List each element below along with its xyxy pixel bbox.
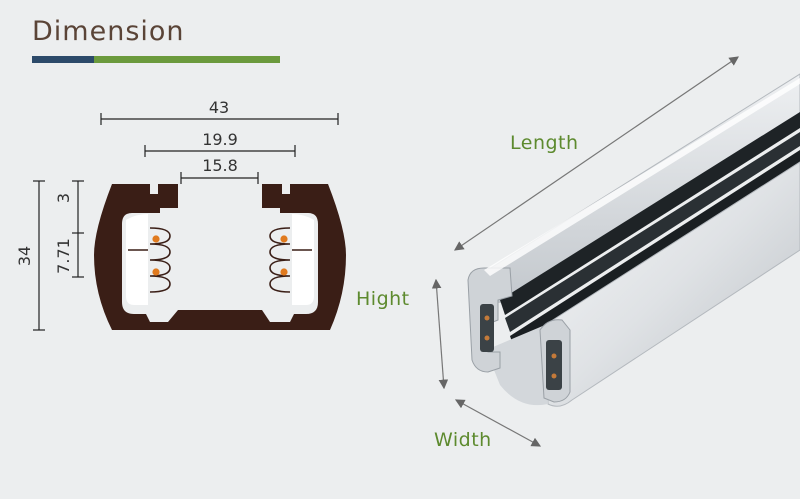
track-profile xyxy=(94,184,346,330)
dim-inner-height: 7.71 xyxy=(54,238,73,274)
length-arrow xyxy=(454,56,739,251)
dimension-lines xyxy=(33,113,339,331)
dim-overall-width: 43 xyxy=(209,98,229,117)
page-title: Dimension xyxy=(32,16,185,47)
dim-mid-width: 19.9 xyxy=(202,130,238,149)
height-arrow xyxy=(431,278,449,390)
dim-slot-width: 15.8 xyxy=(202,156,238,175)
title-underline xyxy=(32,56,280,63)
length-label: Length xyxy=(510,132,579,154)
contact-dot xyxy=(152,235,160,243)
contact-dot xyxy=(152,268,160,276)
measurement-arrows xyxy=(431,56,739,447)
track-rail-3d xyxy=(467,73,800,407)
width-arrow xyxy=(454,399,542,447)
height-label: Hight xyxy=(356,288,410,310)
contact-dot xyxy=(280,268,288,276)
width-label: Width xyxy=(434,429,492,451)
dim-top-gap: 3 xyxy=(54,193,73,203)
dim-overall-height: 34 xyxy=(15,246,34,266)
contact-dot xyxy=(280,235,288,243)
